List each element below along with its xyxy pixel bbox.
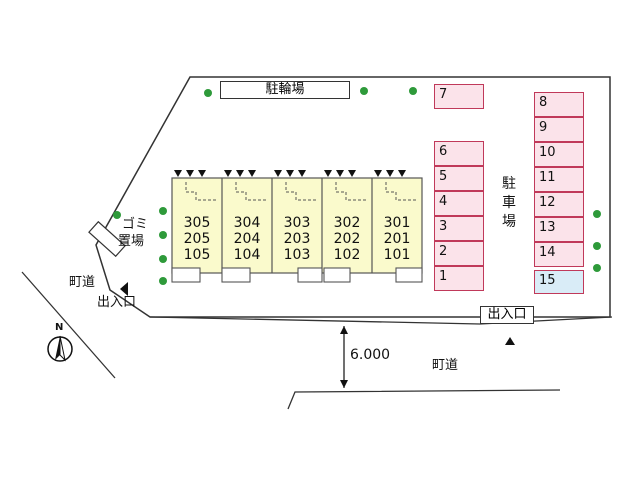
unit-204: 204 [233,231,261,247]
parking-space-13: 13 [534,217,584,242]
parking-space-6: 6 [434,141,484,166]
north-label: N [55,322,64,333]
entrance-marker-left [120,282,128,296]
unit-101: 101 [383,247,411,263]
unit-301: 301 [383,215,411,231]
unit-205: 205 [183,231,211,247]
town-road-label-bottom: 町道 [432,358,459,373]
garbage-char-2: ミ [135,217,149,232]
road-edge-upper [149,316,613,325]
unit-105: 105 [183,247,211,263]
parking-space-8: 8 [534,92,584,117]
door-markers [174,170,406,177]
parking-space-1: 1 [434,266,484,291]
parking-lot-label-1: 駐 [502,176,516,192]
garbage-label-bottom: 置場 [118,230,144,249]
parking-space-14: 14 [534,242,584,267]
unit-104: 104 [233,247,261,263]
parking-lot-label-3: 場 [502,214,516,230]
road-edge-left [21,271,116,379]
entrance-marker-right [505,337,515,345]
garbage-box [88,220,126,258]
parking-space-15: 15 [534,270,584,294]
garbage-char-3: 置 [118,234,132,249]
garbage-label-top: ゴミ [122,213,148,232]
parking-space-5: 5 [434,166,484,191]
road-width-label: 6.000 [350,347,391,363]
parking-lot-label-2: 車 [502,195,516,211]
bicycle-parking-label: 駐輪場 [220,81,350,99]
trees [113,87,601,285]
unit-201: 201 [383,231,411,247]
parking-space-12: 12 [534,192,584,217]
unit-103: 103 [283,247,311,263]
parking-space-10: 10 [534,142,584,167]
parking-space-11: 11 [534,167,584,192]
dim-arrow-top [340,326,348,334]
unit-305: 305 [183,215,211,231]
parking-space-3: 3 [434,216,484,241]
unit-302: 302 [333,215,361,231]
garbage-char-4: 場 [131,234,145,249]
unit-203: 203 [283,231,311,247]
garbage-char-1: ゴ [122,217,136,232]
parking-space-4: 4 [434,191,484,216]
unit-102: 102 [333,247,361,263]
parking-space-2: 2 [434,241,484,266]
building [171,177,423,283]
exit-label-left: 出入口 [97,295,137,310]
road-edge-lower [287,389,561,410]
town-road-label-left: 町道 [69,275,96,290]
unit-202: 202 [333,231,361,247]
dim-arrow-bottom [340,380,348,388]
unit-303: 303 [283,215,311,231]
parking-space-7: 7 [434,84,484,109]
exit-label-right: 出入口 [480,306,534,324]
unit-304: 304 [233,215,261,231]
parking-space-9: 9 [534,117,584,142]
north-arrow-icon [47,335,73,362]
